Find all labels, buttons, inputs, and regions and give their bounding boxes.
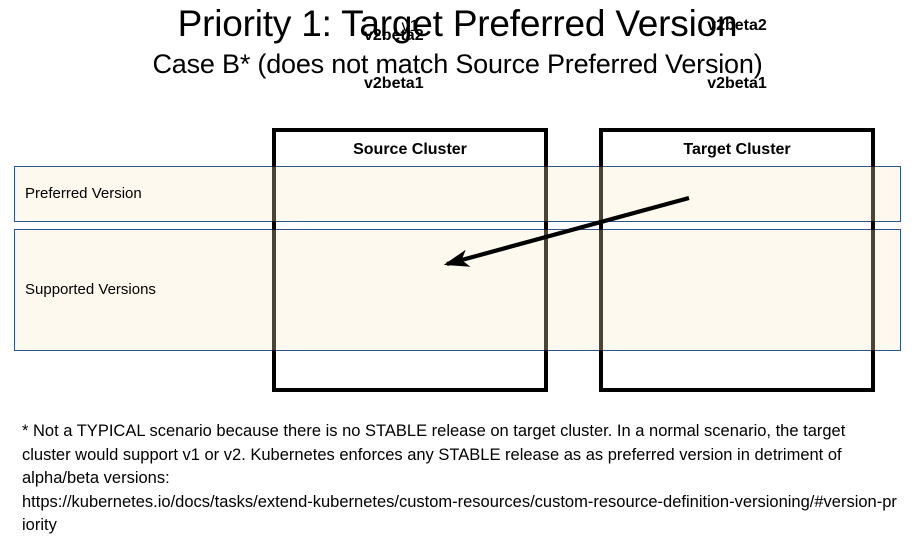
footnote-url[interactable]: https://kubernetes.io/docs/tasks/extend-… (22, 492, 897, 535)
table-row-preferred-version: Preferred Version (14, 166, 901, 222)
value-source-supported-version-2: v2beta1 (364, 75, 424, 92)
page-subtitle: Case B* (does not match Source Preferred… (152, 49, 763, 79)
divider-target-left-supported (599, 230, 603, 350)
divider-source-right-supported (544, 230, 548, 350)
row-label-preferred-version: Preferred Version (25, 185, 142, 202)
row-label-supported-versions: Supported Versions (25, 281, 156, 298)
divider-target-left-preferred (599, 167, 603, 221)
value-target-supported-version-1: v2beta1 (707, 75, 767, 92)
divider-target-right-supported (871, 230, 875, 350)
value-source-preferred-version: v1 (401, 18, 419, 35)
column-header-target-cluster: Target Cluster (603, 134, 871, 166)
value-source-supported-version-1: v2beta2 (364, 27, 424, 44)
column-header-source-cluster: Source Cluster (276, 134, 544, 166)
footnote-body: * Not a TYPICAL scenario because there i… (22, 422, 846, 487)
divider-source-right-preferred (544, 167, 548, 221)
table-row-supported-versions: Supported Versions (14, 229, 901, 351)
footnote: * Not a TYPICAL scenario because there i… (22, 420, 897, 538)
title-block: Priority 1: Target Preferred Version Cas… (0, 2, 915, 81)
value-target-preferred-version: v2beta2 (707, 17, 767, 34)
divider-target-right-preferred (871, 167, 875, 221)
divider-source-left-supported (272, 230, 276, 350)
page-title: Priority 1: Target Preferred Version (177, 3, 738, 44)
divider-source-left-preferred (272, 167, 276, 221)
